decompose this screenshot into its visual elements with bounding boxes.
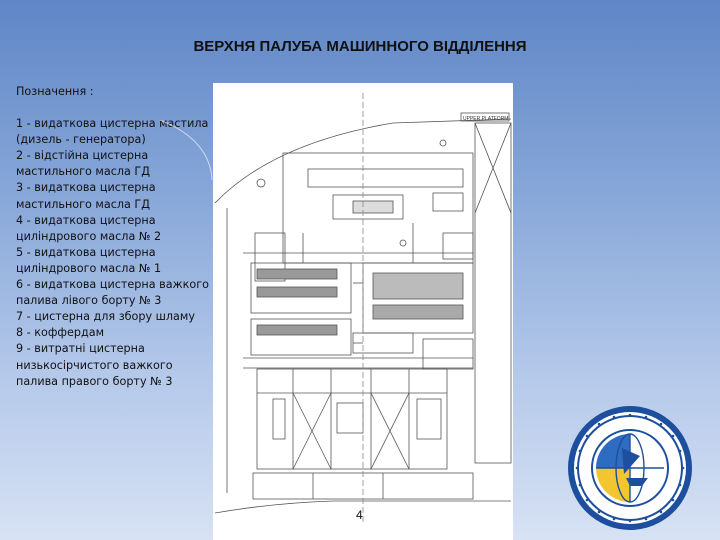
legend-item-5: 5 - видаткова цистерна циліндрового масл… — [16, 245, 162, 275]
legend-item-7: 7 - цистерна для збору шламу — [16, 310, 195, 324]
engine-room-plan: UPPER PLATFORM — [213, 83, 513, 540]
legend-item-6: 6 - видаткова цистерна важкого палива лі… — [16, 278, 209, 308]
academy-seal-image — [568, 406, 692, 530]
academy-seal — [566, 404, 694, 532]
page-number: 4 — [356, 508, 363, 522]
legend-heading: Позначення : — [16, 85, 94, 98]
drawing-header-label: UPPER PLATFORM — [463, 116, 508, 122]
legend-item-2: 2 - відстійна цистерна мастильного масла… — [16, 149, 150, 179]
legend-item-8: 8 - коффердам — [16, 326, 105, 340]
legend-item-9: 9 - витратні цистерна низькосірчистого в… — [16, 342, 173, 388]
slide-title: ВЕРХНЯ ПАЛУБА МАШИННОГО ВІДДІЛЕННЯ — [193, 38, 527, 55]
legend-item-3: 3 - видаткова цистерна мастильного масла… — [16, 181, 156, 211]
engine-room-drawing: UPPER PLATFORM — [214, 93, 512, 523]
legend: Позначення : 1 - видаткова цистерна маст… — [16, 84, 212, 390]
legend-item-4: 4 - видаткова цистерна циліндрового масл… — [16, 213, 162, 243]
hull-outline-left — [159, 120, 213, 181]
